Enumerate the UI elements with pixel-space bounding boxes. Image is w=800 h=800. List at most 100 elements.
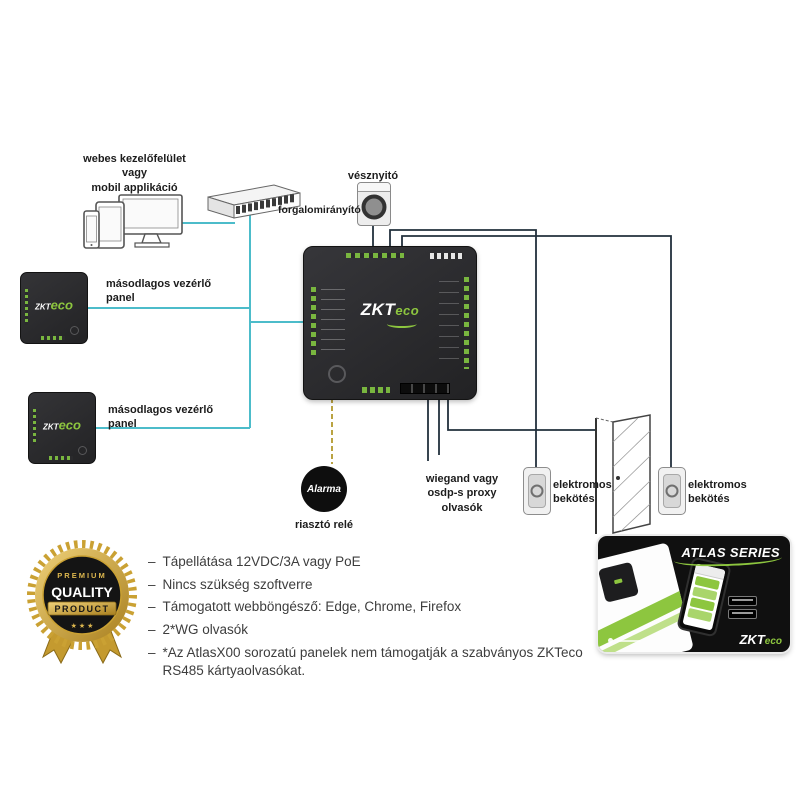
router-label: forgalomirányító [278, 204, 361, 216]
spec-item: – 2*WG olvasók [148, 621, 593, 640]
readers-label: wiegand vagy osdp-s proxy olvasók [425, 473, 499, 514]
box-panel-logo-mark [613, 578, 623, 585]
atlas-series-title: ATLAS SERIES [681, 545, 780, 560]
mini-zkteco-logo: ZKTeco [35, 298, 73, 313]
mini-buzzer-icon [70, 326, 79, 335]
app-store-badges [728, 596, 757, 619]
alarm-relay-badge: Alarma [301, 466, 347, 512]
connector-strip-top-right [430, 253, 464, 259]
spec-item: – Nincs szükség szoftverre [148, 576, 593, 595]
spec-item: – Tápellátása 12VDC/3A vagy PoE [148, 553, 593, 572]
connector-block-bottom [400, 383, 450, 394]
connection-lines [86, 214, 672, 467]
spec-item: – Támogatott webböngésző: Edge, Chrome, … [148, 598, 593, 617]
emergency-label: vésznyitó [347, 170, 399, 182]
port-label-rows-left [321, 289, 345, 359]
box-zkteco-logo: ZKTeco [739, 632, 782, 647]
spec-bullet: – [148, 576, 156, 592]
badge-premium-text: PREMIUM [57, 571, 106, 580]
logo-eco-text: eco [395, 302, 420, 318]
box-logo-eco: eco [764, 636, 782, 647]
premium-quality-badge: PREMIUM QUALITY PRODUCT ★ ★ ★ [25, 540, 140, 670]
badge-banner [47, 601, 117, 616]
mini-logo-eco: eco [50, 297, 73, 313]
switch-graphic [207, 184, 301, 219]
badge-scallop-ring [27, 540, 137, 650]
phone-screen [682, 563, 726, 631]
mini-terminal-strip-bottom [49, 456, 73, 460]
badge-stars: ★ ★ ★ [71, 622, 94, 630]
mini-terminal-strip [25, 289, 28, 325]
secondary-panel-2-label: másodlagos vezérlő panel [108, 404, 214, 431]
wire-electric-lock-2 [401, 235, 672, 467]
emergency-release-button [357, 182, 391, 226]
spec-bullet: – [148, 599, 156, 615]
electric-connection-label-2: elektromos bekötés [688, 479, 747, 506]
door-hatching [612, 417, 651, 532]
spec-list: – Tápellátása 12VDC/3A vagy PoE – Nincs … [148, 553, 593, 685]
spec-bullet: – [148, 554, 156, 569]
box-footer-mark [608, 638, 613, 643]
reader-ring [530, 484, 544, 498]
port-label-rows-right [439, 281, 459, 365]
access-controller-panel: ZKTeco [303, 246, 477, 400]
box-panel-photo [598, 561, 640, 603]
tablet-icon [95, 201, 125, 249]
secondary-panel-1-label: másodlagos vezérlő panel [106, 278, 212, 305]
box-logo-zkt: ZKT [739, 632, 765, 647]
mini-zkteco-logo: ZKTeco [43, 418, 81, 433]
box-footer-bar [617, 639, 641, 642]
door-graphic [595, 414, 651, 534]
door-handle [616, 476, 620, 480]
emergency-button-circle [361, 194, 387, 220]
mini-logo-zkt: ZKT [35, 302, 51, 312]
spec-text: Tápellátása 12VDC/3A vagy PoE [162, 554, 361, 569]
mini-logo-eco: eco [58, 417, 81, 433]
door-icon [593, 412, 659, 542]
monitor-icon [118, 194, 183, 248]
product-box-image: ATLAS SERIES ZKTeco [598, 536, 790, 652]
secondary-controller-panel-1: ZKTeco [20, 272, 88, 344]
terminal-strip-left [311, 287, 316, 359]
mini-terminal-strip [33, 409, 36, 445]
box-phone-image [676, 556, 732, 638]
spec-bullet: – [148, 644, 156, 660]
spec-text: *Az AtlasX00 sorozatú panelek nem támoga… [162, 644, 583, 679]
app-store-badge-icon [728, 609, 757, 619]
phone-icon [83, 210, 100, 249]
alarm-relay-label: riasztó relé [294, 519, 354, 531]
mini-buzzer-icon [78, 446, 87, 455]
switch-ports [236, 194, 294, 214]
web-ui-label: webes kezelőfelület vagy mobil applikáci… [83, 153, 186, 194]
secondary-controller-panel-2: ZKTeco [28, 392, 96, 464]
badge-graphic: PREMIUM QUALITY PRODUCT ★ ★ ★ [27, 540, 137, 665]
zkteco-logo: ZKTeco [361, 300, 419, 328]
logo-swoosh [387, 320, 418, 328]
mini-terminal-strip-bottom [41, 336, 65, 340]
client-devices-icon [83, 194, 185, 257]
spec-item: – *Az AtlasX00 sorozatú panelek nem támo… [148, 644, 593, 681]
electric-connection-label-1: elektromos bekötés [553, 479, 612, 506]
card-reader-icon-1 [523, 467, 551, 515]
card-reader-icon-2 [658, 467, 686, 515]
reader-face [528, 474, 546, 508]
spec-text: 2*WG olvasók [162, 621, 249, 637]
terminal-strip-right [464, 277, 469, 369]
wire-door [447, 398, 595, 431]
reader-face [663, 474, 681, 508]
badge-product-text: PRODUCT [55, 604, 110, 614]
emergency-button-top [358, 183, 390, 192]
google-play-badge-icon [728, 596, 757, 606]
alarm-badge-text: Alarma [307, 483, 341, 495]
terminal-strip-bottom [362, 387, 390, 393]
spec-text: Nincs szükség szoftverre [162, 576, 313, 592]
badge-quality-text: QUALITY [51, 584, 113, 600]
spec-text: Támogatott webböngésző: Edge, Chrome, Fi… [162, 599, 462, 615]
terminal-strip-top [346, 253, 404, 258]
wire-electric-lock-1 [389, 229, 537, 467]
spec-bullet: – [148, 621, 156, 637]
devices-graphic [83, 194, 183, 249]
logo-zkt-text: ZKT [360, 299, 396, 319]
network-switch-icon [200, 183, 306, 230]
